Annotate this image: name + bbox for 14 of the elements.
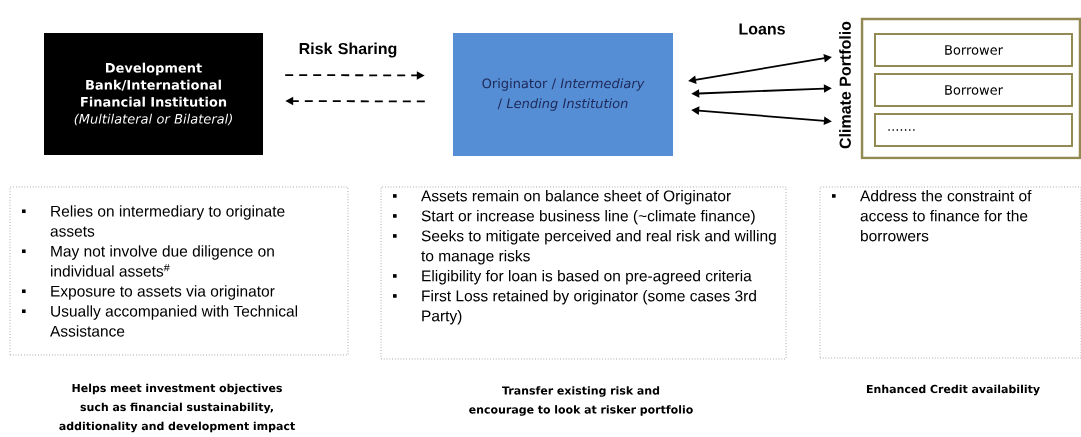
summary-text: Helps meet investment objectives such as financial sustainability, additionality and development impact	[59, 383, 295, 433]
bullet-list-box: Address the constraint of access to finance for the borrowers	[819, 186, 1081, 359]
borrower-box: Borrower	[874, 73, 1073, 107]
bullet-list-box: Relies on intermediary to originate assets May not involve due diligence on individual assets$^{#}$ Exposure to assets via originator Usually accompanied with Technical Assistance	[9, 186, 349, 356]
institution-box: Development Bank/International Financial Institution (Multilateral or Bilateral)	[44, 33, 263, 155]
arrow-label: Loans	[739, 23, 785, 35]
bullet-list-box: Assets remain on balance sheet of Originator Start or increase business line (~climate finance) Seeks to mitigate perceived and real risk and willing to manage risks Eligibility for loan is based on pre-agreed criteria First Loss retained by originator (some cases 3rd Party)	[380, 186, 787, 360]
borrower-box: Borrower	[874, 33, 1073, 67]
summary-text: Transfer existing risk and encourage to look at risker portfolio	[469, 386, 693, 416]
originator-box: Originator / Intermediary / Lending Institution	[453, 33, 673, 156]
summary-text: Enhanced Credit availability	[867, 384, 1040, 396]
borrower-box: .......	[874, 113, 1073, 147]
arrow-label: Risk Sharing	[299, 42, 397, 58]
portfolio-title: Climate Portfolio	[839, 21, 851, 149]
